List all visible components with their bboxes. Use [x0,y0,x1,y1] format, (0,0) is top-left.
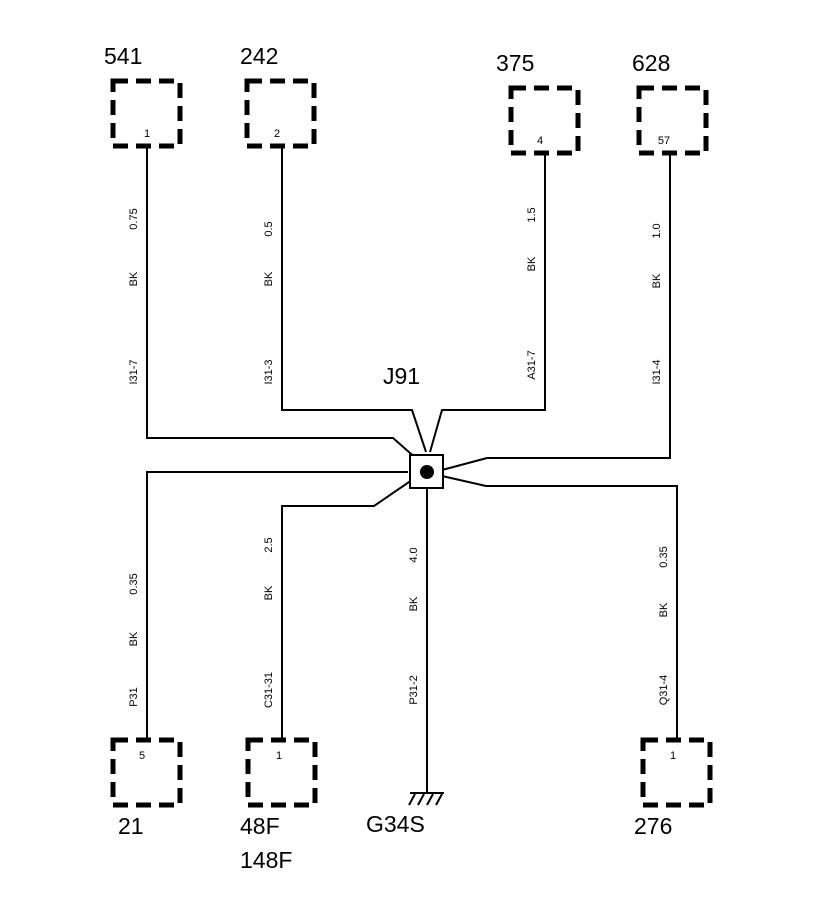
wire-label-color: BK [128,271,140,286]
wire-label-circuit: I31-4 [651,359,663,384]
wire-541 [146,146,419,461]
wire-label-color: BK [128,631,140,646]
wire-label-color: BK [658,602,670,617]
connector-541: 541 1 I31-7 BK 0.75 [104,43,183,385]
connector-box [640,737,713,808]
wire-label-circuit: P31-2 [408,675,420,704]
connector-label: 541 [104,43,142,69]
wire-48f [281,479,413,738]
ground-hatch [435,793,443,806]
connector-label: 48F [240,813,280,839]
wire-label-color: BK [526,256,538,271]
connector-pin: 1 [144,128,150,140]
wire-label-size: 4.0 [408,547,420,562]
connector-box [244,78,317,149]
connector-box [245,737,318,808]
ground-g34s: G34S [366,792,444,837]
wire-label-size: 0.35 [658,546,670,567]
wire-label-size: 0.5 [263,221,275,236]
connector-box [110,737,183,808]
ground-hatch [408,793,416,806]
wire-label-size: 0.35 [128,573,140,594]
connector-pin: 2 [274,128,280,140]
connector-21: 21 5 P31 BK 0.35 [110,573,183,839]
wire-label-size: 1.5 [526,207,538,222]
wire-276 [441,475,678,738]
wire-628 [441,153,671,471]
connector-box [508,85,581,156]
connector-label: 628 [632,50,670,76]
wires [146,146,678,793]
wire-label-color: BK [263,585,275,600]
connector-pin: 57 [658,135,670,147]
connector-box [110,78,183,149]
wire-label-size: 0.75 [128,208,140,229]
wire-label-circuit: A31-7 [526,350,538,379]
wire-label-size: 2.5 [263,537,275,552]
ground-hatch [426,793,434,806]
ground-label: G34S [366,811,425,837]
connector-48f: 48F 148F 1 C31-31 BK 2.5 [240,537,318,873]
splice-label: J91 [383,363,420,389]
wire-label-color: BK [651,273,663,288]
connector-pin: 4 [537,135,543,147]
connector-label: 375 [496,50,534,76]
connector-242: 242 2 I31-3 BK 0.5 [240,43,317,385]
wire-375 [429,153,546,453]
wire-label-circuit: Q31-4 [658,675,670,706]
connector-label: 242 [240,43,278,69]
splice-j91: J91 [383,363,444,489]
connector-label-secondary: 148F [240,847,292,873]
wire-label-circuit: I31-7 [128,359,140,384]
ground-hatch [417,793,425,806]
connector-276: 276 1 Q31-4 BK 0.35 [634,546,713,839]
wire-label-size: 1.0 [651,223,663,238]
wire-label-color: BK [408,596,420,611]
ground-wire-labels: P31-2 BK 4.0 [408,547,420,704]
connector-pin: 1 [670,750,676,762]
connector-pin: 5 [139,750,145,762]
connector-pin: 1 [276,750,282,762]
connector-label: 276 [634,813,672,839]
wire-label-color: BK [263,271,275,286]
connector-label: 21 [118,813,144,839]
connector-375: 375 4 A31-7 BK 1.5 [496,50,581,380]
wire-label-circuit: C31-31 [263,672,275,708]
wire-label-circuit: I31-3 [263,359,275,384]
connector-box [636,85,709,156]
wire-label-circuit: P31 [128,687,140,707]
wire-21 [146,471,408,738]
wire-242 [281,146,427,453]
connector-628: 628 57 I31-4 BK 1.0 [632,50,709,385]
splice-dot [420,465,434,479]
